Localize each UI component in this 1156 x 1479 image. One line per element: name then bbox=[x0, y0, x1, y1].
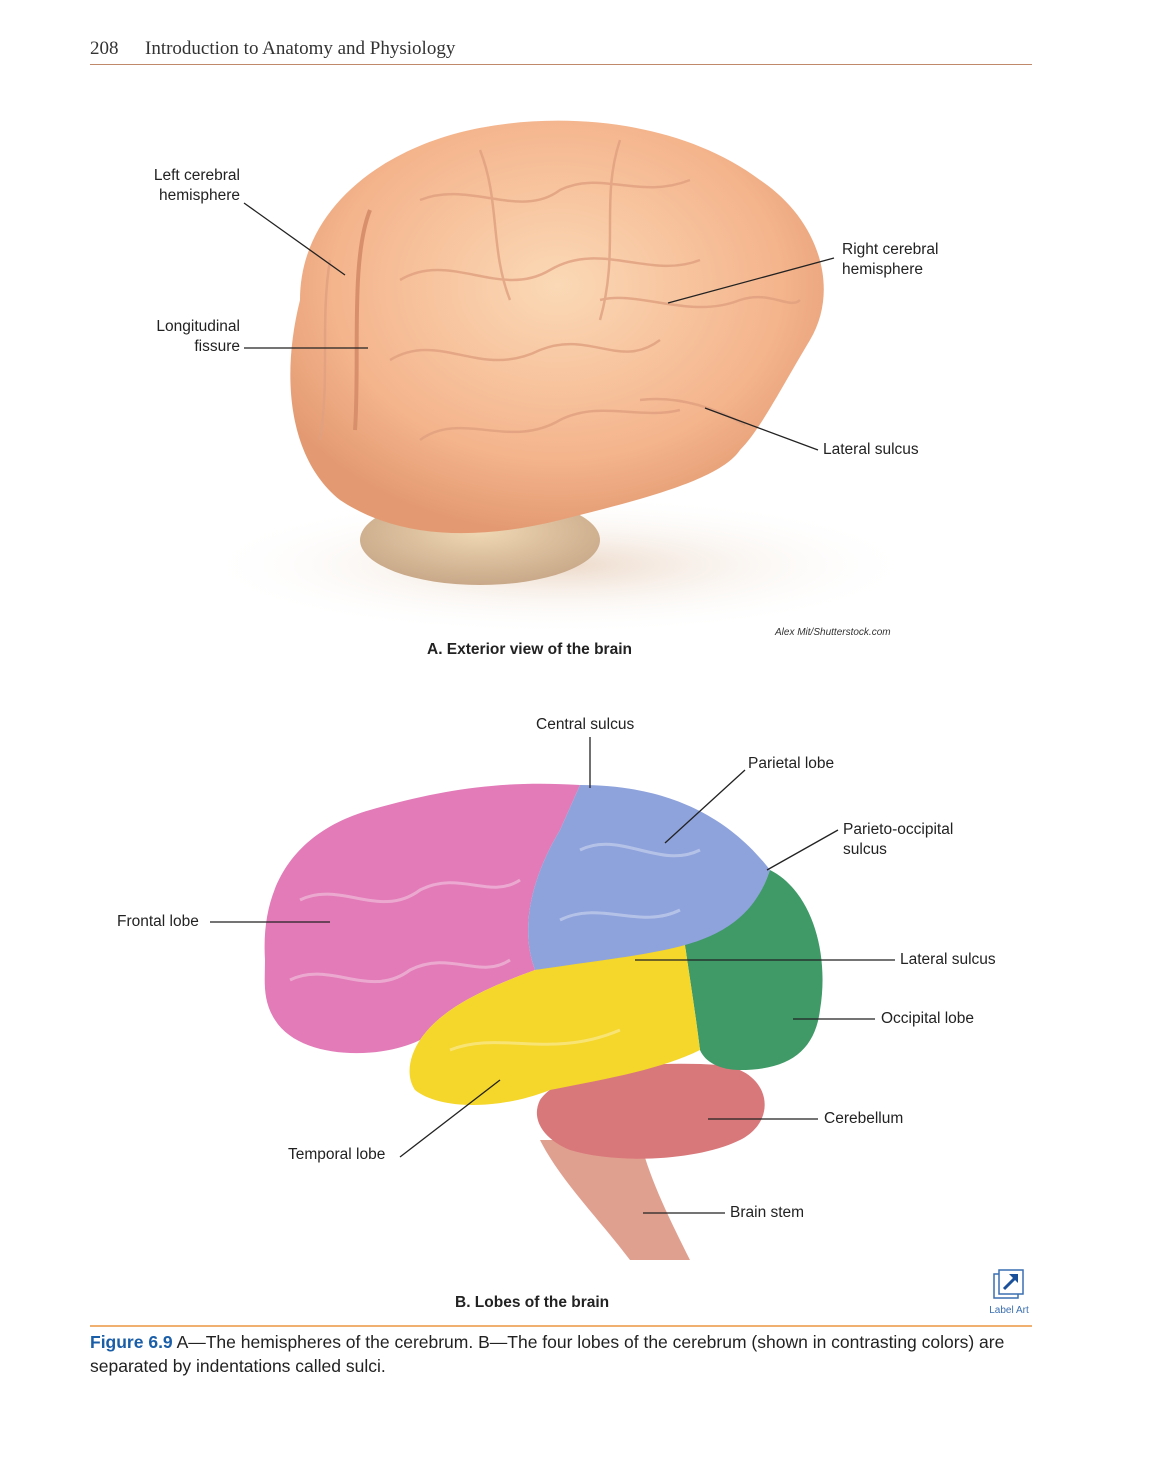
brain-lobes-illustration bbox=[210, 737, 895, 1260]
label-temporal-lobe: Temporal lobe bbox=[288, 1146, 386, 1163]
subcaption-a: A. Exterior view of the brain bbox=[427, 641, 632, 658]
label-art-button[interactable]: Label Art bbox=[984, 1268, 1034, 1316]
figure-number: Figure 6.9 bbox=[90, 1332, 173, 1352]
brain-exterior-illustration bbox=[200, 120, 920, 635]
figure-a-exterior-brain: Left cerebral hemisphere Longitudinal fi… bbox=[0, 0, 1156, 670]
label-lateral-sulcus-a: Lateral sulcus bbox=[823, 441, 919, 458]
label-central-sulcus: Central sulcus bbox=[536, 716, 635, 733]
label-parieto-occipital-sulcus: Parieto-occipital sulcus bbox=[843, 821, 954, 858]
page-number: 208 bbox=[90, 38, 119, 59]
figure-caption: Figure 6.9 A—The hemispheres of the cere… bbox=[90, 1330, 1020, 1378]
caption-divider bbox=[90, 1325, 1032, 1327]
label-longitudinal-fissure: Longitudinal fissure bbox=[156, 318, 240, 355]
image-credit: Alex Mit/Shutterstock.com bbox=[775, 627, 891, 638]
subcaption-b: B. Lobes of the brain bbox=[455, 1294, 610, 1311]
label-occipital-lobe: Occipital lobe bbox=[881, 1010, 975, 1027]
label-art-icon bbox=[993, 1269, 1024, 1299]
figure-b-lobes: Central sulcus Parietal lobe Parieto-occ… bbox=[117, 716, 996, 1311]
running-head: 208 Introduction to Anatomy and Physiolo… bbox=[90, 36, 1032, 65]
label-right-cerebral-hemisphere: Right cerebral hemisphere bbox=[842, 241, 939, 278]
label-brain-stem: Brain stem bbox=[730, 1204, 805, 1221]
label-art-text: Label Art bbox=[989, 1305, 1029, 1316]
label-lateral-sulcus-b: Lateral sulcus bbox=[900, 951, 996, 968]
label-left-cerebral-hemisphere: Left cerebral hemisphere bbox=[153, 167, 240, 204]
label-cerebellum: Cerebellum bbox=[824, 1110, 904, 1127]
book-title: Introduction to Anatomy and Physiology bbox=[145, 38, 456, 59]
caption-text: A—The hemispheres of the cerebrum. B—The… bbox=[90, 1332, 1005, 1376]
label-frontal-lobe: Frontal lobe bbox=[117, 913, 199, 930]
label-parietal-lobe: Parietal lobe bbox=[748, 755, 835, 772]
